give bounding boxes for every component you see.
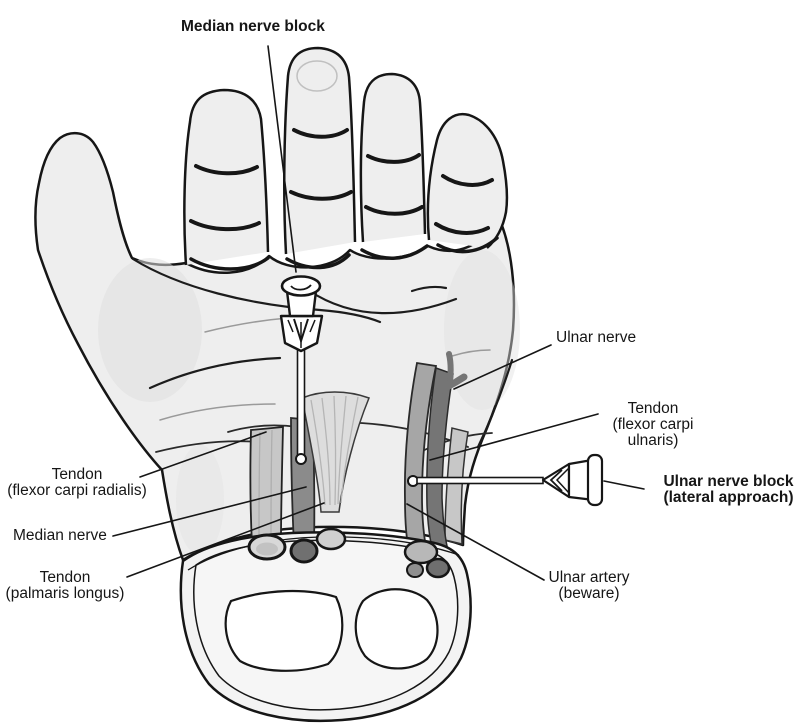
label-line: (lateral approach)	[663, 489, 794, 506]
label-line: Ulnar artery	[548, 569, 630, 586]
palmaris-longus-tendon	[301, 391, 370, 513]
label-ulnar-artery: Ulnar artery (beware)	[539, 570, 639, 602]
flexor-carpi-radialis-tendon	[249, 426, 284, 546]
label-line: Ulnar nerve block	[663, 473, 794, 490]
ulnar-artery-stump	[406, 562, 424, 578]
label-line: Tendon	[51, 466, 103, 483]
leader-tendon-fcu	[429, 413, 599, 461]
fcr-stump-core	[256, 542, 278, 556]
ring-finger	[359, 72, 427, 243]
thenar-shading	[98, 258, 202, 402]
needle-cap-top-detail	[290, 284, 312, 291]
label-tendon-flexor-carpi-ulnaris: Tendon (flexor carpi ulnaris)	[592, 401, 714, 449]
ulnar-block-needle	[407, 453, 604, 507]
label-median-nerve-block: Median nerve block	[181, 18, 325, 35]
palm-and-thumb-outline	[34, 132, 516, 562]
palm-creases	[131, 257, 514, 449]
leader-ulnar-nerve-block	[603, 480, 645, 490]
needle-cone-detail	[555, 467, 570, 494]
needle-cap-top	[280, 275, 322, 297]
needle-hub-detail	[287, 319, 316, 348]
leader-ulnar-nerve	[453, 344, 552, 390]
label-line: Tendon	[39, 569, 91, 586]
middle-fingertip-shading	[296, 60, 338, 92]
leader-ulnar-artery	[406, 503, 545, 581]
flexor-carpi-ulnaris-tendon	[444, 427, 469, 545]
finger-creases	[189, 128, 494, 235]
needle-shaft	[416, 476, 544, 485]
ulnar-nerve-band	[426, 351, 468, 563]
ulnar-nerve-stump	[425, 557, 451, 579]
fcu-stump	[403, 539, 439, 565]
label-line: (beware)	[558, 585, 620, 602]
label-median-nerve: Median nerve	[13, 527, 107, 544]
webbing-shadows	[189, 236, 499, 271]
fingers	[183, 46, 509, 266]
ulnar-nerve-branch	[434, 373, 468, 396]
ulnar-nerve-branch	[446, 351, 454, 385]
needle-shaft	[296, 347, 306, 457]
middle-finger	[283, 46, 357, 255]
forearm-cross-section	[179, 531, 472, 723]
palmaris-stump	[315, 527, 347, 551]
leader-lines	[112, 45, 645, 581]
label-tendon-flexor-carpi-radialis: Tendon (flexor carpi radialis)	[0, 467, 154, 499]
label-tendon-palmaris-longus: Tendon (palmaris longus)	[1, 570, 129, 602]
median-block-needle	[279, 275, 324, 465]
leader-tendon-fcr	[139, 431, 267, 478]
index-finger	[183, 88, 270, 266]
label-line: (palmaris longus)	[5, 585, 125, 602]
needle-cone	[541, 462, 571, 499]
forearm-shading	[176, 445, 224, 555]
label-line: (flexor carpi ulnaris)	[612, 416, 694, 449]
leader-median-nerve-block	[267, 45, 297, 273]
leader-median-nerve	[112, 486, 307, 537]
hand-silhouette	[34, 132, 520, 562]
label-ulnar-nerve-block: Ulnar nerve block (lateral approach)	[656, 474, 800, 506]
little-finger	[426, 112, 509, 249]
radius-bone	[224, 589, 344, 672]
median-nerve-stump	[289, 538, 319, 564]
label-line: (flexor carpi radialis)	[7, 482, 147, 499]
needle-tip	[295, 453, 307, 465]
needle-flange	[586, 453, 604, 507]
label-ulnar-nerve: Ulnar nerve	[556, 329, 637, 346]
tendon-stumps	[247, 527, 451, 579]
leader-tendon-palmaris	[126, 502, 325, 578]
ulna-bone	[354, 588, 439, 670]
needle-cone-detail	[549, 469, 563, 492]
hypothenar-shading	[444, 250, 520, 410]
label-line: Tendon	[627, 400, 679, 417]
